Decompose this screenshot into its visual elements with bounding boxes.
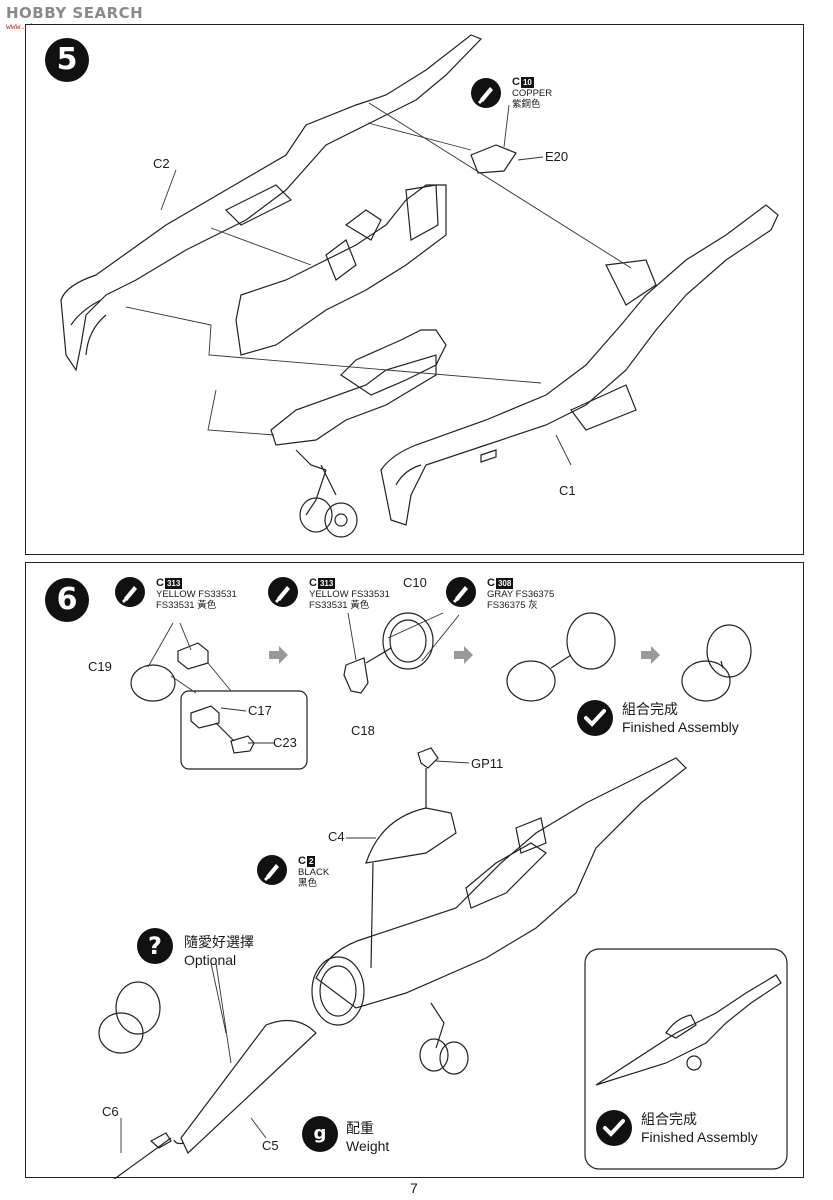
weight-en: Weight	[346, 1138, 390, 1154]
paint-line2: FS33531 黃色	[309, 600, 370, 611]
page-number: 7	[410, 1180, 418, 1196]
paint-badge: 10	[520, 77, 534, 88]
optional-en: Optional	[184, 952, 237, 968]
paint-badge: 2	[306, 856, 316, 867]
paint-badge: 308	[495, 578, 514, 589]
paint-brush-icon	[115, 577, 145, 607]
weight-icon: g	[302, 1116, 338, 1152]
step6-number: 6	[45, 578, 89, 622]
finished-assembly-label-bottom: 組合完成 Finished Assembly	[641, 1110, 758, 1146]
part-label-c2: C2	[153, 156, 170, 171]
paint-line1: BLACK	[298, 867, 330, 878]
part-label-gp11: GP11	[471, 756, 504, 771]
paint-line1: YELLOW FS33531	[309, 589, 390, 600]
paint-name-cn: 紫銅色	[512, 99, 541, 110]
finished-assembly-label-top: 組合完成 Finished Assembly	[622, 700, 739, 736]
part-label-c5: C5	[262, 1138, 279, 1153]
paint-code: C	[309, 577, 317, 589]
step5-panel: 5	[25, 24, 804, 555]
checkmark-icon	[596, 1110, 632, 1146]
optional-label: 隨愛好選擇 Optional	[184, 933, 254, 969]
paint-code: C	[156, 577, 164, 589]
finished-en: Finished Assembly	[622, 719, 739, 735]
paint-line1: YELLOW FS33531	[156, 589, 237, 600]
paint-brush-icon	[257, 855, 287, 885]
part-label-c6: C6	[102, 1104, 119, 1119]
checkmark-icon	[577, 700, 613, 736]
part-label-e20: E20	[545, 149, 569, 164]
paint-badge: 313	[164, 578, 183, 589]
step5-number: 5	[45, 38, 89, 82]
part-label-c1: C1	[559, 483, 576, 498]
paint-line1: GRAY FS36375	[487, 589, 555, 600]
watermark-logo: HOBBY SEARCH	[6, 4, 144, 22]
paint-brush-icon	[446, 577, 476, 607]
part-label-c23: C23	[273, 735, 297, 750]
part-label-c17: C17	[248, 703, 272, 718]
step5-fuselage-drawing	[60, 34, 779, 538]
finished-cn: 組合完成	[622, 701, 678, 717]
finished-en: Finished Assembly	[641, 1129, 758, 1145]
step6-panel: 6	[25, 562, 804, 1179]
paint-code: C	[487, 577, 495, 589]
weight-cn: 配重	[346, 1120, 374, 1136]
part-label-c10: C10	[403, 575, 427, 590]
part-label-c18: C18	[351, 723, 375, 738]
step6-assembly-drawing	[98, 612, 788, 1179]
finished-cn: 組合完成	[641, 1111, 697, 1127]
paint-brush-icon	[268, 577, 298, 607]
optional-cn: 隨愛好選擇	[184, 934, 254, 950]
paint-badge: 313	[317, 578, 336, 589]
paint-code: C	[298, 855, 306, 867]
part-label-c19: C19	[88, 659, 112, 674]
paint-line2: 黑色	[298, 878, 318, 889]
paint-line2: FS36375 灰	[487, 600, 538, 611]
weight-label: 配重 Weight	[346, 1119, 389, 1155]
paint-brush-icon	[471, 78, 501, 108]
paint-code: C	[512, 76, 520, 88]
part-label-c4: C4	[328, 829, 345, 844]
question-icon: ?	[137, 928, 173, 964]
paint-line2: FS33531 黃色	[156, 600, 217, 611]
paint-name: COPPER	[512, 88, 553, 99]
